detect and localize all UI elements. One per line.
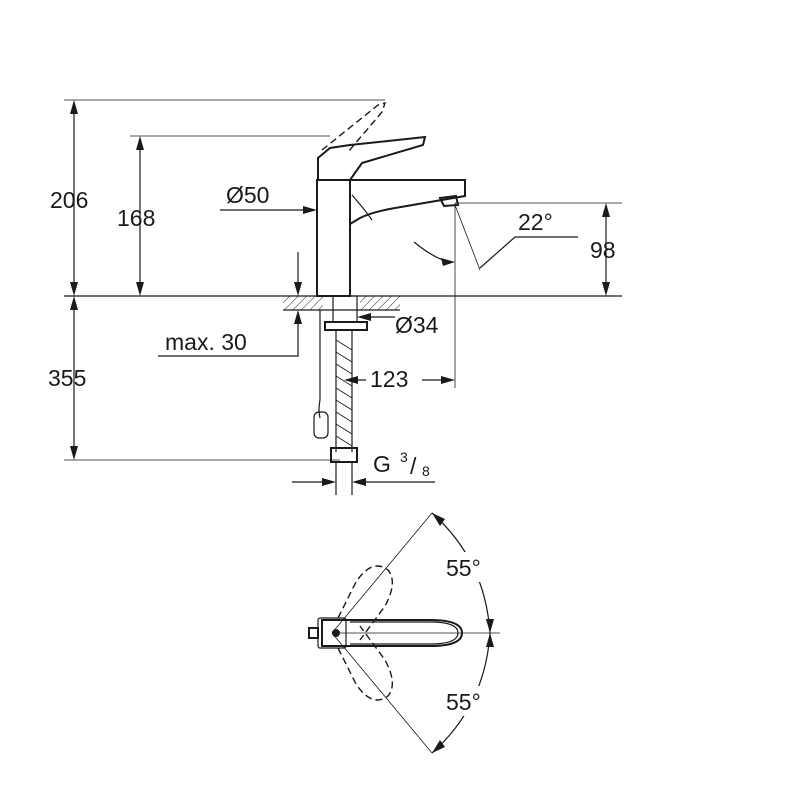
angle-leader-22 [479,236,578,269]
dim-label-355: 355 [48,365,86,391]
mounting-plate [324,321,368,331]
drain-weight [313,411,329,439]
arrow-168-top [136,136,144,150]
dim-label-168: 168 [117,205,155,231]
label-55-bottom-backdrop [440,686,500,716]
lever-top-outline [321,619,464,647]
arrow-123-right [441,376,455,384]
arrow-206-top [70,100,78,114]
dim-leader-max30 [158,316,299,357]
arrow-rotation-lower-end [432,740,445,753]
dim-label-55-top: 55° [446,555,481,581]
faucet-top-cap [308,627,319,639]
arrow-max30-top [294,282,302,296]
side-elevation-view: 206 168 Ø50 98 22° Ø34 max. 30 [48,99,622,495]
dim-label-123-backdrop [366,366,422,392]
spray-angle-line [454,204,481,271]
label-55-top-backdrop [440,552,500,582]
dim-label-g-denominator: 8 [422,463,430,479]
dim-label-d34: Ø34 [395,312,439,338]
dim-label-55-bottom: 55° [446,689,481,715]
arrow-d34 [357,313,371,321]
rotation-limit-lower [331,632,433,754]
dim-label-d50: Ø50 [226,182,269,208]
spout-aerator [438,194,460,208]
arrow-rotation-lower-center [486,633,494,647]
lever-rotated-lower-outline [337,625,393,701]
angle-arc-22 [413,241,452,263]
mounting-nut [332,295,358,323]
lever-rotated-upper-outline [337,565,393,641]
arrow-168-bottom [136,282,144,296]
arrow-98-top [602,203,610,217]
arrow-206-bottom [70,282,78,296]
dim-label-max30: max. 30 [165,329,247,355]
arrow-g38-right [352,478,366,486]
faucet-spout [349,179,466,225]
dim-label-98: 98 [590,237,616,263]
arrow-d50 [303,206,317,214]
rotation-limit-upper [331,512,433,634]
supply-hose-braid [335,339,353,447]
arrow-angle-22 [441,258,455,266]
arrow-rotation-upper-center [486,619,494,633]
counter-hatch-right [360,296,400,310]
dim-label-206: 206 [50,187,88,213]
lever-top-inner [350,621,459,645]
drain-rod [318,310,321,419]
dim-label-g-slash: / [410,453,417,479]
supply-hose [335,330,353,452]
top-plan-view: 55° 55° [308,512,500,754]
faucet-lever [317,135,427,181]
arrow-355-top [70,296,78,310]
arrow-123-left [344,376,358,384]
hose-connector [330,447,358,463]
dim-label-g-numerator: 3 [400,449,408,465]
dim-label-22-deg: 22° [518,209,553,235]
arrow-98-bottom [602,282,610,296]
lever-pivot [332,629,340,637]
arrow-rotation-upper-end [432,513,445,526]
lever-raised-outline [321,101,387,153]
faucet-body [316,179,351,297]
dim-label-123: 123 [370,366,408,392]
arrow-355-bottom [70,446,78,460]
arrow-g38-left [322,478,336,486]
spout-curve [351,194,373,221]
counter-hatch-left [283,296,323,310]
dim-label-g: G [373,451,391,477]
